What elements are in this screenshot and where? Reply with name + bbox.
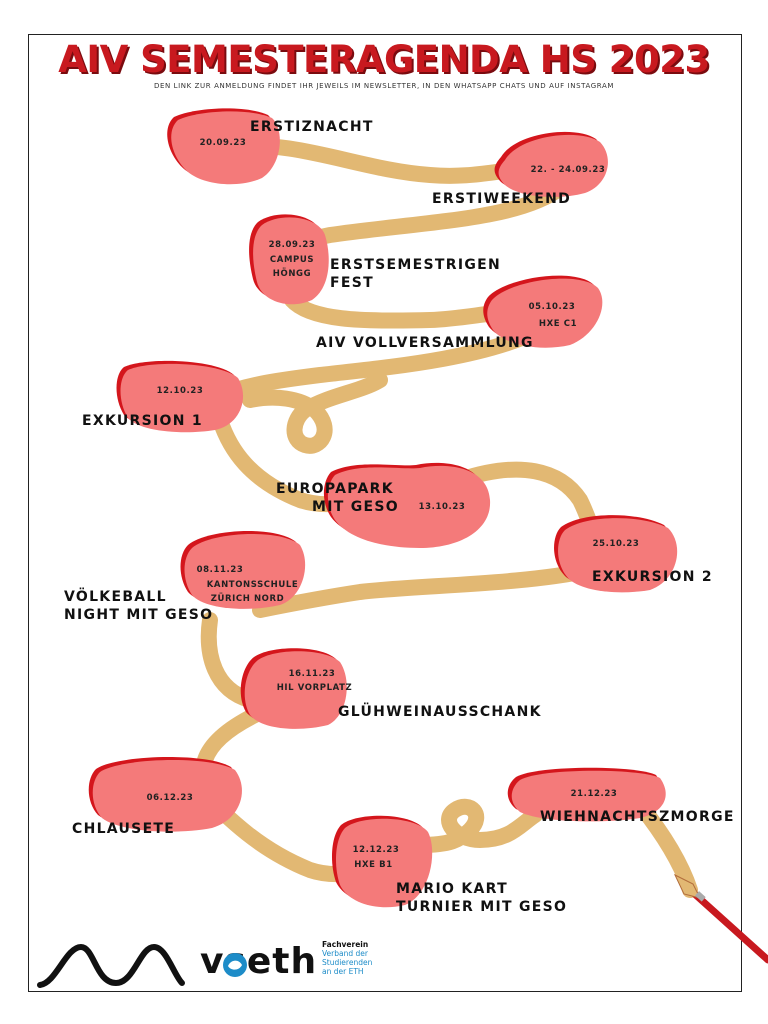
event-location: HÖNGG <box>272 269 312 279</box>
event-location: KANTONSSCHULE <box>206 580 299 590</box>
event-name: ERSTIZNACHT <box>250 119 374 135</box>
event-date: 21.12.23 <box>570 789 618 799</box>
event-location: HXE B1 <box>354 860 393 870</box>
paintbrush-icon <box>673 873 768 964</box>
event-date: 06.12.23 <box>146 793 194 803</box>
event-name: NIGHT MIT GESO <box>64 607 214 623</box>
event-date: 13.10.23 <box>418 502 466 512</box>
event-date: 12.12.23 <box>352 845 400 855</box>
event-name: ERSTIWEEKEND <box>432 191 572 207</box>
poster-title: AIV SEMESTERAGENDA HS 2023 <box>58 38 710 81</box>
poster-subtitle: DEN LINK ZUR ANMELDUNG FINDET IHR JEWEIL… <box>153 82 615 90</box>
event-name: GLÜHWEINAUSSCHANK <box>338 704 542 720</box>
event-date: 28.09.23 <box>268 240 316 250</box>
event-date: 05.10.23 <box>528 302 576 312</box>
event-name: EXKURSION 2 <box>592 569 713 585</box>
event-name: MARIO KART <box>396 881 508 897</box>
event-location: ZÜRICH NORD <box>210 594 285 604</box>
event-name: AIV VOLLVERSAMMLUNG <box>316 335 534 351</box>
event-location: HXE C1 <box>538 319 578 329</box>
event-name: WIEHNACHTSZMORGE <box>540 809 735 825</box>
aiv-logo <box>37 943 185 988</box>
event-location: HIL VORPLATZ <box>276 683 353 693</box>
poster-frame <box>28 34 742 992</box>
event-date: 22. - 24.09.23 <box>530 165 606 175</box>
event-date: 25.10.23 <box>592 539 640 549</box>
event-date: 20.09.23 <box>199 138 247 148</box>
event-name: ERSTSEMESTRIGEN <box>330 257 502 273</box>
event-name: MIT GESO <box>312 499 400 515</box>
event-name: EXKURSION 1 <box>82 413 203 429</box>
vseth-logo-text: vseth <box>200 941 318 982</box>
event-date: 16.11.23 <box>288 669 336 679</box>
event-name: VÖLKEBALL <box>64 589 167 605</box>
event-name: CHLAUSETE <box>72 821 176 837</box>
event-name: EUROPAPARK <box>276 481 394 497</box>
event-date: 08.11.23 <box>196 565 244 575</box>
event-name: FEST <box>330 275 374 291</box>
event-location: CAMPUS <box>269 255 315 265</box>
event-date: 12.10.23 <box>156 386 204 396</box>
vseth-subtitle: Fachverein Verband der Studierenden an d… <box>322 940 373 976</box>
event-name: TURNIER MIT GESO <box>396 899 568 915</box>
event-blobs <box>88 108 678 908</box>
vseth-swirl-icon <box>223 953 247 977</box>
